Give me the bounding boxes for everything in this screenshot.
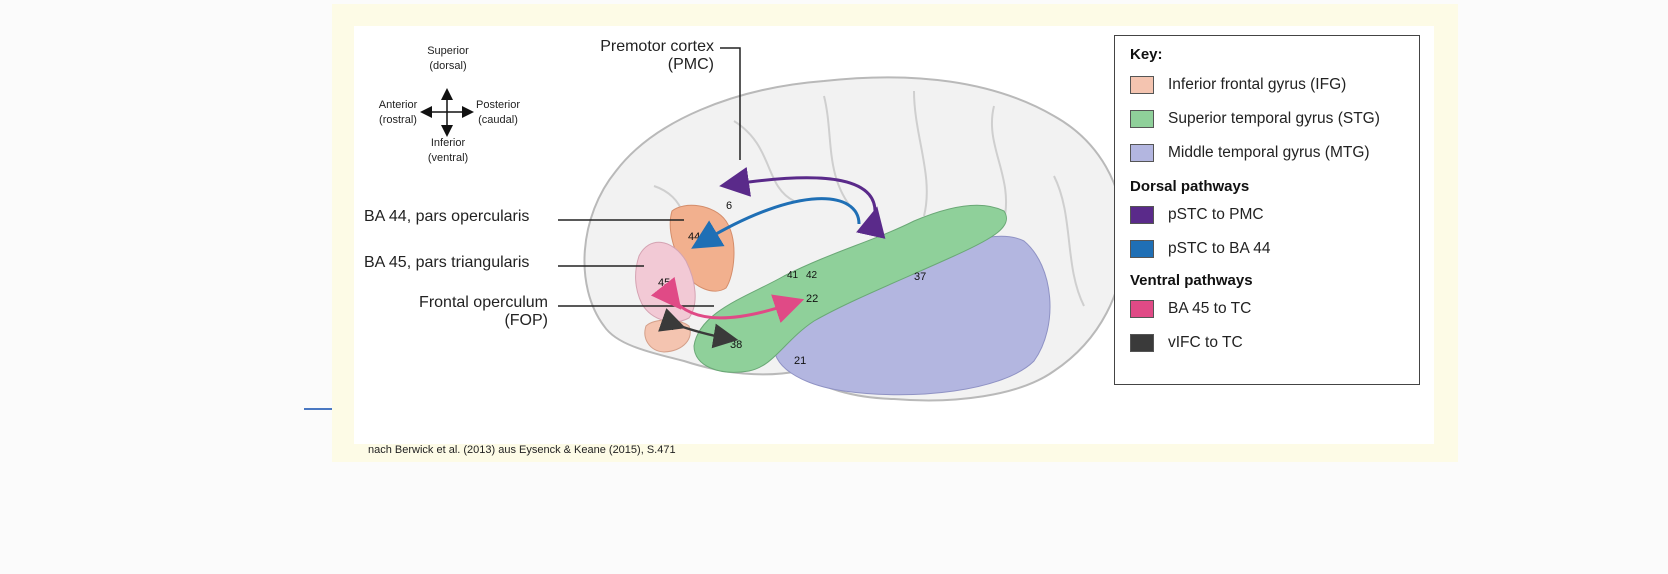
legend-item-ba45-tc: BA 45 to TC: [1130, 298, 1251, 320]
legend-label-mtg: Middle temporal gyrus (MTG): [1168, 144, 1370, 161]
legend-item-mtg: Middle temporal gyrus (MTG): [1130, 142, 1370, 164]
compass-posterior-sub: (caudal): [478, 114, 518, 126]
figure-caption: nach Berwick et al. (2013) aus Eysenck &…: [368, 444, 676, 456]
legend-item-ifg: Inferior frontal gyrus (IFG): [1130, 74, 1346, 96]
area-44: 44: [688, 231, 700, 243]
legend-swatch-vifc-tc: [1130, 334, 1154, 352]
legend-swatch-mtg: [1130, 144, 1154, 162]
legend-label-vifc-tc: vIFC to TC: [1168, 334, 1243, 351]
pathway-vifc-tc: [658, 308, 739, 349]
legend-item-vifc-tc: vIFC to TC: [1130, 332, 1243, 354]
legend-head-ventral: Ventral pathways: [1130, 272, 1253, 289]
area-37: 37: [914, 271, 926, 283]
legend-swatch-pstc-pmc: [1130, 206, 1154, 224]
area-22: 22: [806, 293, 818, 305]
legend-label-pstc-ba44: pSTC to BA 44: [1168, 240, 1271, 257]
compass-anterior-sub: (rostral): [379, 114, 417, 126]
compass-posterior: Posterior: [475, 99, 521, 111]
label-premotor: Premotor cortex (PMC): [564, 38, 714, 74]
compass-anterior: Anterior: [378, 99, 418, 111]
compass-inferior: Inferior: [430, 137, 466, 149]
legend-item-pstc-pmc: pSTC to PMC: [1130, 204, 1264, 226]
compass-superior: Superior: [427, 45, 469, 57]
legend-label-pstc-pmc: pSTC to PMC: [1168, 206, 1264, 223]
legend-swatch-pstc-ba44: [1130, 240, 1154, 258]
legend-label-ifg: Inferior frontal gyrus (IFG): [1168, 76, 1347, 93]
area-6: 6: [726, 200, 732, 212]
legend-item-pstc-ba44: pSTC to BA 44: [1130, 238, 1271, 260]
sulcus-6: [1053, 175, 1085, 307]
compass-superior-sub: (dorsal): [429, 60, 467, 72]
pathway-pstc-pmc: [719, 167, 886, 239]
label-fop: Frontal operculum (FOP): [374, 294, 548, 330]
label-premotor-text: Premotor cortex: [600, 38, 714, 55]
area-42: 42: [806, 270, 818, 281]
label-ba45: BA 45, pars triangularis: [364, 254, 530, 271]
legend-swatch-ba45-tc: [1130, 300, 1154, 318]
slide-rule-left: [304, 408, 332, 410]
brain-diagram: 6 44 45 47 41 42 22 37 38 21: [558, 47, 1126, 402]
label-fop-abbr: (FOP): [504, 312, 548, 329]
leader-premotor: [720, 47, 741, 160]
legend-swatch-ifg: [1130, 76, 1154, 94]
sulcus-3: [913, 90, 928, 217]
region-stg: [693, 204, 1007, 373]
compass-inferior-sub: (ventral): [427, 152, 469, 164]
label-premotor-abbr: (PMC): [667, 56, 714, 73]
legend-title: Key:: [1130, 46, 1163, 63]
area-47: 47: [664, 321, 676, 333]
area-21: 21: [794, 355, 806, 367]
label-fop-text: Frontal operculum: [419, 294, 548, 311]
area-41: 41: [787, 270, 799, 281]
compass-arrows-icon: [420, 88, 474, 137]
legend-key: Key: Inferior frontal gyrus (IFG) Superi…: [1114, 35, 1420, 385]
area-38: 38: [730, 339, 742, 351]
pathway-pstc-ba44: [691, 197, 861, 249]
legend-label-ba45-tc: BA 45 to TC: [1168, 300, 1252, 317]
label-ba44: BA 44, pars opercularis: [364, 208, 530, 225]
legend-swatch-stg: [1130, 110, 1154, 128]
orientation-compass: Superior (dorsal) Anterior (rostral) Pos…: [372, 44, 542, 164]
area-45: 45: [658, 277, 670, 289]
legend-item-stg: Superior temporal gyrus (STG): [1130, 108, 1380, 130]
legend-label-stg: Superior temporal gyrus (STG): [1168, 110, 1380, 127]
legend-head-dorsal: Dorsal pathways: [1130, 178, 1250, 195]
sulcus-4: [990, 105, 1008, 222]
